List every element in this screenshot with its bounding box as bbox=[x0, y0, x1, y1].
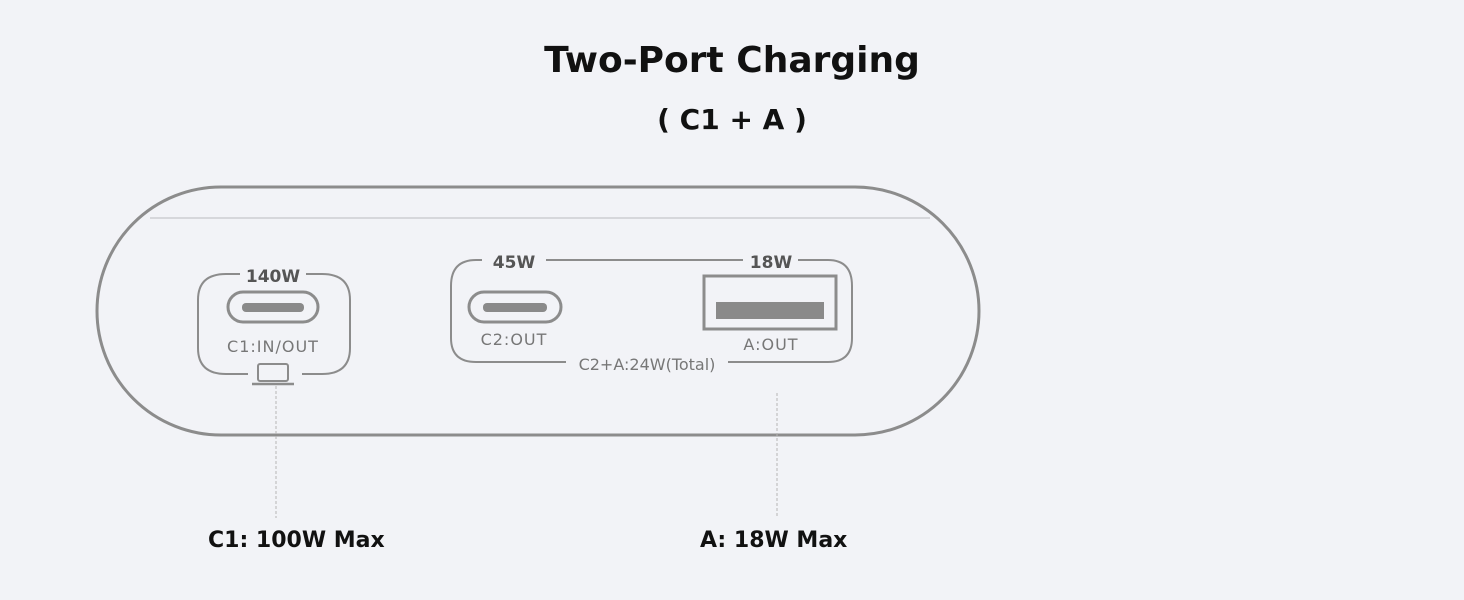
c1-frame bbox=[197, 273, 351, 375]
c1-power-label: 140W bbox=[246, 267, 300, 287]
usb-c-port-c2-contact bbox=[483, 303, 547, 312]
usb-c-port-c1-contact bbox=[242, 303, 304, 312]
c1-max-caption: C1: 100W Max bbox=[208, 528, 385, 553]
laptop-icon bbox=[252, 363, 294, 386]
page-title: Two-Port Charging bbox=[544, 40, 920, 81]
c2-a-frame bbox=[450, 259, 853, 363]
a-port-label: A:OUT bbox=[743, 335, 798, 354]
shared-total-label: C2+A:24W(Total) bbox=[579, 355, 716, 374]
c2-port-label: C2:OUT bbox=[481, 330, 548, 349]
a-power-label: 18W bbox=[750, 253, 793, 273]
c2-power-label: 45W bbox=[493, 253, 536, 273]
c1-port-label: C1:IN/OUT bbox=[227, 337, 319, 356]
page-subtitle: ( C1 + A ) bbox=[657, 103, 807, 136]
a-max-caption: A: 18W Max bbox=[700, 528, 848, 553]
usb-a-port-tongue bbox=[716, 302, 824, 319]
